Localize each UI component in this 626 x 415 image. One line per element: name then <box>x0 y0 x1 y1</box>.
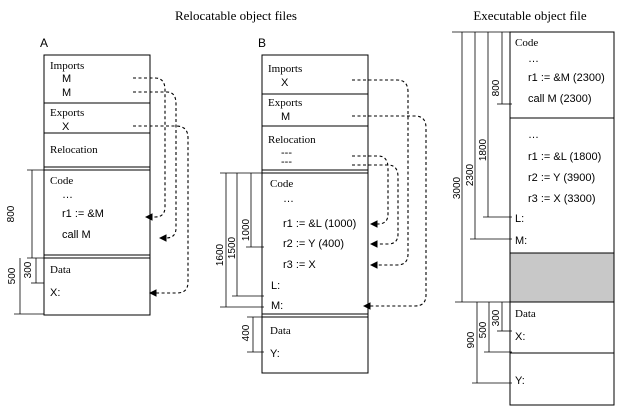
module-b-code-line: r1 := &L (1000) <box>283 218 356 230</box>
arrow-a-export-x <box>133 125 189 297</box>
module-a-code-line: r1 := &M <box>62 208 104 220</box>
executable-gap <box>509 252 615 303</box>
module-b-relocation-item: --- <box>281 147 292 159</box>
module-b-code-header: Code <box>270 178 293 190</box>
module-b-code-line: L: <box>271 280 280 292</box>
module-a-data-header: Data <box>50 264 71 276</box>
module-b-code-line: r2 := Y (400) <box>283 238 344 250</box>
module-b-data-line: Y: <box>270 348 280 360</box>
module-b-label: B <box>258 36 266 50</box>
executable-dim-800: 800 <box>491 79 502 96</box>
module-a-dimensions <box>14 169 44 315</box>
executable-dim-500: 500 <box>478 321 489 338</box>
module-a-exports-header: Exports <box>50 107 84 119</box>
module-a-dim-300: 300 <box>23 261 34 278</box>
arrow-a-import-m2 <box>133 91 177 242</box>
module-a-code-line: … <box>62 189 73 201</box>
executable-dimensions <box>452 31 512 384</box>
module-a-dim-500: 500 <box>7 267 18 284</box>
module-b-exports-header: Exports <box>268 97 302 109</box>
executable-code-a-line: r1 := &M (2300) <box>528 72 605 84</box>
executable-dim-300: 300 <box>491 309 502 326</box>
module-a-data-line: X: <box>50 287 60 299</box>
module-b-relocation-item: --- <box>281 156 292 168</box>
executable-code-a-line: … <box>528 53 539 65</box>
module-a: A Imports M M Exports X Relocation Code … <box>6 36 151 316</box>
executable-code-b-line: … <box>528 129 539 141</box>
module-b-relocation-header: Relocation <box>268 134 316 146</box>
module-b-code-line: … <box>283 193 294 205</box>
relocatable-heading: Relocatable object files <box>175 8 297 23</box>
arrow-b-export-m <box>352 115 427 310</box>
module-a-dim-800: 800 <box>6 205 17 222</box>
module-b-dim-1600: 1600 <box>215 243 226 266</box>
executable-dim-3000: 3000 <box>452 176 463 199</box>
arrow-b-reloc-2 <box>352 164 399 248</box>
module-b-dim-1500: 1500 <box>227 236 238 259</box>
module-b-dim-1000: 1000 <box>241 218 252 241</box>
module-a-import-item: M <box>62 87 71 99</box>
executable-code-a-line: call M (2300) <box>528 93 592 105</box>
executable-heading: Executable object file <box>473 8 587 23</box>
executable-data-header: Data <box>515 308 536 320</box>
executable-data-line: Y: <box>515 375 525 387</box>
module-a-export-item: X <box>62 121 70 133</box>
arrow-b-reloc-1 <box>352 155 389 228</box>
module-b-imports-header: Imports <box>268 63 302 75</box>
executable-code-b-line: M: <box>515 235 527 247</box>
module-a-label: A <box>40 36 48 50</box>
executable: Code … r1 := &M (2300) call M (2300) … r… <box>452 31 615 406</box>
module-b-data-header: Data <box>270 325 291 337</box>
module-a-import-item: M <box>62 73 71 85</box>
executable-code-header: Code <box>515 37 538 49</box>
module-a-code-header: Code <box>50 175 73 187</box>
executable-dim-900: 900 <box>466 331 477 348</box>
executable-code-b-line: L: <box>515 213 524 225</box>
module-b-code-line: M: <box>271 300 283 312</box>
executable-dim-1800: 1800 <box>478 138 489 161</box>
module-a-code-line: call M <box>62 229 91 241</box>
arrow-b-import-x <box>352 79 409 269</box>
module-b-code-line: r3 := X <box>283 259 316 271</box>
module-a-relocation-header: Relocation <box>50 144 98 156</box>
arrow-a-import-m1 <box>133 77 166 221</box>
module-b-dim-400: 400 <box>241 324 252 341</box>
module-a-imports-header: Imports <box>50 60 84 72</box>
executable-data-line: X: <box>515 331 525 343</box>
module-b-dimensions <box>220 172 264 353</box>
module-b-import-item: X <box>281 77 289 89</box>
linkage-arrows <box>133 77 427 310</box>
module-b-export-item: M <box>281 111 290 123</box>
executable-code-b-line: r2 := Y (3900) <box>528 172 595 184</box>
executable-code-b-line: r1 := &L (1800) <box>528 151 601 163</box>
module-b: B Imports X Exports M Relocation --- ---… <box>215 36 369 374</box>
executable-dim-2300: 2300 <box>465 163 476 186</box>
executable-code-b-line: r3 := X (3300) <box>528 193 596 205</box>
